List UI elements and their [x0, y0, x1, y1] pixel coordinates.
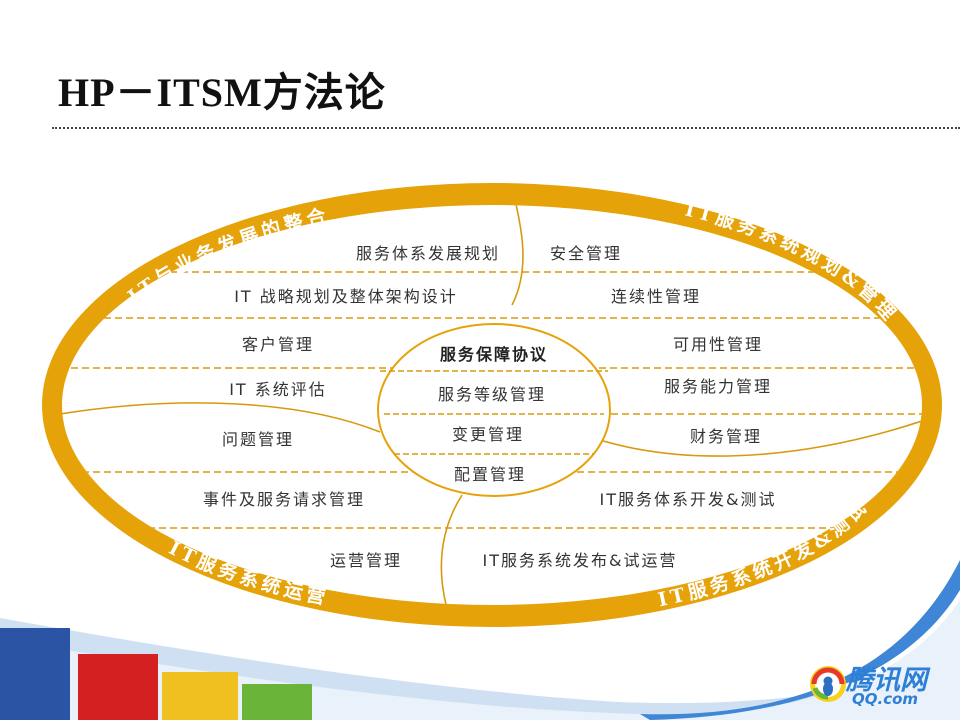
core-circle: 服务保障协议 服务等级管理 变更管理 配置管理 [377, 323, 611, 497]
core-item-configuration: 配置管理 [454, 465, 526, 484]
qq-logo: 腾讯网 QQ.com [808, 660, 944, 714]
cell-operations: 运营管理 [330, 551, 402, 570]
cell-security: 安全管理 [550, 244, 622, 263]
left-cells: 服务体系发展规划 IT 战略规划及整体架构设计 客户管理 IT 系统评估 问题管… [203, 244, 500, 570]
cell-finance: 财务管理 [690, 427, 762, 446]
cell-it-strategy: IT 战略规划及整体架构设计 [234, 287, 458, 306]
core-title: 服务保障协议 [440, 345, 548, 364]
logo-domain: QQ.com [852, 690, 919, 708]
ring-label-bottom-left: IT服务系统运营 [165, 537, 331, 610]
ring-label-bottom-right: IT服务系统开发&测试 [656, 495, 873, 611]
core-item-change: 变更管理 [452, 425, 524, 444]
cell-customer-management: 客户管理 [242, 335, 314, 354]
footer-waves [0, 560, 960, 720]
title-divider [52, 127, 960, 129]
slide-title: HP－ITSM方法论 [58, 70, 386, 115]
grid-lines [62, 205, 922, 605]
cell-continuity: 连续性管理 [611, 287, 701, 306]
right-cells: 安全管理 连续性管理 可用性管理 服务能力管理 财务管理 IT服务体系开发&测试… [483, 244, 777, 570]
cell-release: IT服务系统发布&试运营 [483, 551, 678, 570]
logo-text: 腾讯网 [846, 665, 927, 696]
cell-dev-test: IT服务体系开发&测试 [600, 490, 777, 509]
cell-problem-management: 问题管理 [222, 430, 294, 449]
cell-it-system-assessment: IT 系统评估 [229, 380, 327, 399]
qq-penguin-icon [810, 666, 846, 702]
cell-capacity: 服务能力管理 [664, 377, 772, 396]
cell-availability: 可用性管理 [673, 335, 763, 354]
cell-service-system-planning: 服务体系发展规划 [356, 244, 500, 263]
cell-incident-request: 事件及服务请求管理 [203, 490, 365, 509]
core-item-service-level: 服务等级管理 [438, 385, 546, 404]
